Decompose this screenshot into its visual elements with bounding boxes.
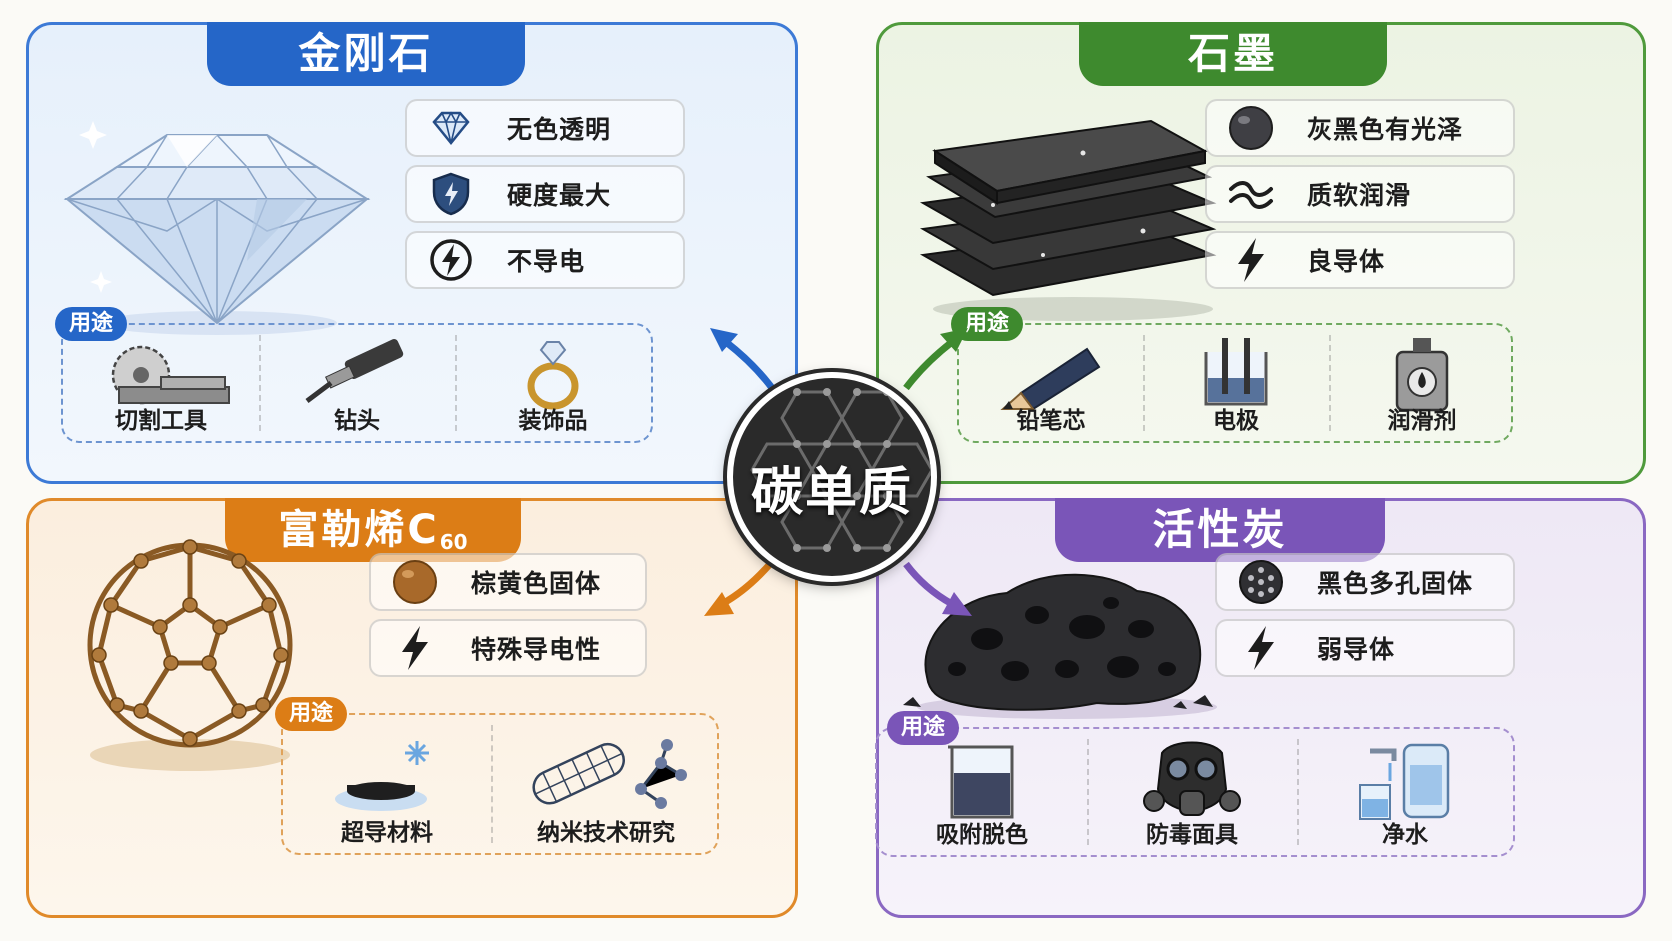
fullerene-uses-tag: 用途 (275, 697, 348, 731)
fullerene-panel: 富勒烯C60 棕黄色固体 特殊导电性 用途 超导材料 纳米技术研究 (26, 498, 798, 918)
wave-icon (1229, 181, 1273, 209)
diamond-property-3-label: 不导电 (507, 247, 586, 276)
graphite-property-3-label: 良导体 (1307, 247, 1386, 276)
nanotube-icon (532, 739, 687, 809)
lightning-icon (402, 626, 428, 670)
fullerene-title-text: 富勒烯C (278, 507, 440, 553)
diamond-property-2-label: 硬度最大 (507, 181, 612, 210)
activated-carbon-panel: 活性炭 黑色多孔固体 弱导体 用途 吸附脱色 防毒面具 净水 (875, 498, 1646, 918)
pencil-icon (1000, 347, 1101, 411)
arrow-to-fullerene (704, 561, 773, 616)
use-drill-bit: 钻头 (259, 325, 455, 441)
gas-mask-icon (1143, 741, 1241, 816)
dark-gray-dot-icon (1229, 106, 1273, 150)
saw-cutting-tool-icon (111, 345, 230, 405)
use-cutting-tool-label: 切割工具 (115, 408, 207, 434)
fullerene-uses: 用途 超导材料 纳米技术研究 (275, 697, 721, 855)
graphite-property-2: 质软润滑 (1205, 165, 1515, 223)
beaker-icon (948, 745, 1014, 819)
activated-carbon-property-1-label: 黑色多孔固体 (1317, 569, 1474, 598)
graphite-panel: 石墨 灰黑色有光泽 质软润滑 良导体 用途 铅笔芯 (876, 22, 1646, 484)
arrow-to-diamond (710, 328, 775, 391)
use-pencil-lead: 铅笔芯 (959, 325, 1143, 441)
fullerene-property-1: 棕黄色固体 (369, 553, 647, 611)
use-cutting-tool: 切割工具 (63, 325, 259, 441)
use-electrode: 电极 (1143, 325, 1329, 441)
activated-carbon-uses: 用途 吸附脱色 防毒面具 净水 (875, 711, 1515, 857)
graphite-title: 石墨 (1079, 22, 1387, 86)
drill-bit-icon (305, 338, 404, 403)
hexagon-lattice-icon (750, 388, 931, 552)
use-drill-bit-label: 钻头 (334, 408, 380, 434)
diamond-property-1: 无色透明 (405, 99, 685, 157)
activated-carbon-title: 活性炭 (1055, 498, 1385, 562)
use-nanotech-label: 纳米技术研究 (537, 820, 675, 846)
center-title: 碳单质 (750, 463, 913, 523)
center-hub: 碳单质 (727, 372, 937, 582)
porous-dot-icon (1239, 560, 1283, 604)
use-nanotech: 纳米技术研究 (491, 715, 721, 853)
use-superconductor-label: 超导材料 (341, 820, 433, 846)
graphite-uses: 用途 铅笔芯 电极 润滑剂 (951, 307, 1515, 443)
lightning-icon (1248, 626, 1274, 670)
diamond-title: 金刚石 (207, 22, 525, 86)
use-lubricant-label: 润滑剂 (1387, 408, 1457, 434)
arrow-to-activated-carbon (903, 561, 972, 616)
diamond-panel: 金刚石 无色透明 硬度最大 不导电 用途 切割工具 (26, 22, 798, 484)
arrow-to-graphite (903, 328, 968, 391)
electrode-beaker-icon (1204, 338, 1268, 406)
use-gas-mask-label: 防毒面具 (1146, 822, 1238, 848)
fullerene-property-1-label: 棕黄色固体 (471, 569, 602, 598)
use-gas-mask: 防毒面具 (1087, 729, 1297, 855)
fullerene-title-subscript: 60 (439, 530, 468, 554)
use-water-purification-label: 净水 (1382, 822, 1428, 848)
graphite-illustration (919, 119, 1217, 321)
activated-carbon-property-2: 弱导体 (1215, 619, 1515, 677)
graphite-property-3: 良导体 (1205, 231, 1515, 289)
use-electrode-label: 电极 (1213, 408, 1259, 434)
graphite-property-1-label: 灰黑色有光泽 (1307, 115, 1464, 144)
fullerene-illustration (87, 539, 293, 771)
graphite-property-1: 灰黑色有光泽 (1205, 99, 1515, 157)
fullerene-title: 富勒烯C60 (225, 498, 521, 562)
use-pencil-lead-label: 铅笔芯 (1016, 408, 1086, 434)
diamond-ring-icon (527, 341, 579, 410)
brown-dot-icon (393, 560, 437, 604)
use-superconductor: 超导材料 (283, 715, 491, 853)
activated-carbon-illustration (903, 573, 1217, 719)
diamond-illustration (63, 121, 371, 335)
use-decoration: 装饰品 (455, 325, 651, 441)
diamond-uses-tag: 用途 (55, 307, 128, 341)
use-lubricant: 润滑剂 (1329, 325, 1515, 441)
lubricant-can-icon (1395, 338, 1449, 412)
diamond-property-3: 不导电 (405, 231, 685, 289)
fullerene-property-2-label: 特殊导电性 (471, 635, 602, 664)
diamond-uses: 用途 切割工具 钻头 装饰品 (55, 307, 653, 443)
activated-carbon-property-2-label: 弱导体 (1317, 635, 1396, 664)
water-filter-icon (1359, 743, 1450, 820)
activated-carbon-property-1: 黑色多孔固体 (1215, 553, 1515, 611)
use-adsorption-label: 吸附脱色 (936, 822, 1028, 848)
use-adsorption: 吸附脱色 (877, 729, 1087, 855)
diamond-property-1-label: 无色透明 (507, 115, 612, 144)
use-water-purification: 净水 (1297, 729, 1513, 855)
graphite-property-2-label: 质软润滑 (1307, 181, 1412, 210)
diamond-property-2: 硬度最大 (405, 165, 685, 223)
superconductor-icon (335, 741, 429, 811)
lightning-icon (1238, 238, 1264, 282)
no-electricity-icon (430, 239, 472, 281)
use-decoration-label: 装饰品 (518, 408, 588, 434)
fullerene-property-2: 特殊导电性 (369, 619, 647, 677)
activated-carbon-uses-tag: 用途 (887, 711, 960, 745)
diamond-icon (432, 111, 470, 145)
shield-icon (432, 172, 470, 216)
